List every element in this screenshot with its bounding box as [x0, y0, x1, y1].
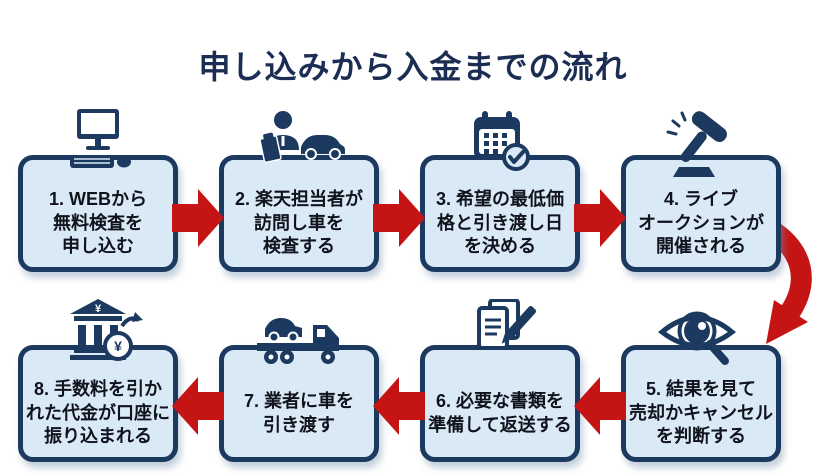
bank-yen-icon: ¥ ¥ — [52, 299, 144, 379]
step-6-label: 6. 必要な書類を 準備して返送する — [428, 391, 572, 435]
documents-pen-icon — [454, 299, 546, 379]
step-4-label: 4. ライブ オークションが 開催される — [638, 189, 764, 257]
page-title: 申し込みから入金までの流れ — [198, 49, 628, 85]
step-5-label: 5. 結果を見て 売却かキャンセル を判断する — [629, 379, 773, 447]
flow-arrow-left-icon — [373, 374, 425, 438]
calendar-check-icon — [454, 109, 546, 189]
flow-arrow-right-icon — [373, 186, 425, 250]
step-2-label: 2. 楽天担当者が 訪問し車を 検査する — [234, 189, 363, 257]
gavel-icon — [655, 109, 747, 189]
step-4-box: 4. ライブ オークションが 開催される — [621, 155, 781, 272]
flow-arrow-right-icon — [574, 186, 626, 250]
step-2-box: 2. 楽天担当者が 訪問し車を 検査する — [219, 155, 379, 272]
flow-arrow-left-icon — [172, 374, 224, 438]
svg-text:¥: ¥ — [114, 338, 122, 354]
tow-truck-icon — [253, 299, 345, 379]
step-7-label: 7. 業者に車を 引き渡す — [243, 391, 354, 435]
flow-arrow-left-icon — [574, 374, 626, 438]
step-8-label: 8. 手数料を引か れた代金が口座に 振り込まれる — [26, 379, 170, 447]
flow-arrow-right-icon — [172, 186, 224, 250]
svg-text:¥: ¥ — [95, 303, 102, 315]
computer-icon — [52, 109, 144, 189]
step-3-label: 3. 希望の最低価 格と引き渡し日 を決める — [435, 189, 564, 257]
eye-magnifier-icon — [655, 299, 747, 379]
step-3-box: 3. 希望の最低価 格と引き渡し日 を決める — [420, 155, 580, 272]
step-1-label: 1. WEBから 無料検査を 申し込む — [48, 189, 147, 257]
step-6-box: 6. 必要な書類を 準備して返送する — [420, 345, 580, 462]
agent-car-icon — [253, 109, 345, 189]
